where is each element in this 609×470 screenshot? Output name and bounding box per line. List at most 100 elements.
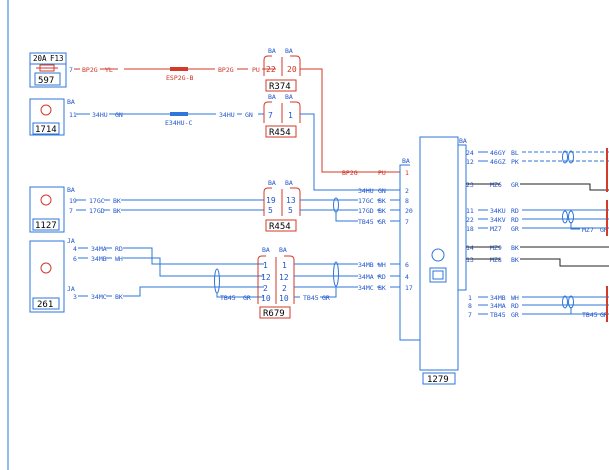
component-261[interactable]: 261 JA 4 34MA RD 6 34MB WH JA 3 34MC BK [29,237,123,313]
c261-id: 261 [37,300,53,310]
wire-mz8-out [466,258,609,267]
c1127-id: 1127 [35,221,57,231]
module-left-wire-label: 34MC [358,284,374,292]
connector-r679[interactable]: BA BA 1 12 2 10 1 12 2 10 R679 [257,246,295,319]
wire-bp2g-c [300,68,400,173]
module-right-wire-label: 34KU [490,207,506,215]
module-right-wire-color: PK [511,158,519,166]
module-left-wire-label: BP2G [342,169,358,177]
module-right-wire-pin: 22 [466,216,474,224]
module-left-wire-label: 17GC [358,197,374,205]
module-left-wire-pin: 8 [405,197,409,205]
module-right-wire-color: RD [511,302,519,310]
module-right-bracket [458,144,467,291]
r679-pin-l3: 10 [261,294,271,303]
module-right-wire-color: RD [511,207,519,215]
c261-sensor-icon [40,262,52,274]
c1714-id-box [32,122,60,135]
r679-pin-l2: 2 [263,284,268,293]
module-right-wire-color: RD [511,216,519,224]
module-right-wire-color: WH [511,294,519,302]
wire-mz7-branch [570,222,580,230]
r454a-label-box [265,125,297,138]
module-left-bracket [399,164,420,341]
c261-conn-b: JA [67,285,75,293]
connector-r454-top[interactable]: BA BA 7 1 R454 [263,93,301,138]
connector-r374[interactable]: BA BA 22 20 R374 [263,47,301,92]
inline-esp-label: ESP2G-B [166,74,193,82]
module-1279[interactable]: BA BA 1279 [399,136,467,385]
c1714-conn: BA [67,98,75,106]
r454a-type-left: BA [268,93,276,101]
c1714-pin: 11 [69,111,77,119]
module-conn-left: BA [402,157,410,165]
module-right-wire-color: BK [511,256,519,264]
c1127-wire-0: 17GC [89,197,105,205]
module-right-wire-label: 46GY [490,149,506,157]
module-right-wire-pin: 8 [468,302,472,310]
inline-e34-label: E34HU-C [165,119,192,127]
wire-mz7-right-label: MZ7 [582,226,594,234]
c1127-color-0: BK [113,197,121,205]
module-right-wire-label: MZ8 [490,256,502,264]
module-sensor-icon [431,248,445,262]
twist-icon-r2b [568,210,574,224]
wire-mz7-right-color: GR [600,226,608,234]
component-1714[interactable]: 1714 BA 11 34HU GN [29,98,123,136]
module-right-wire-label: 46GZ [490,158,506,166]
r454b-type-left: BA [268,179,276,187]
r679-type-right: BA [279,246,287,254]
module-right-wire-pin: 24 [466,149,474,157]
fuse-name: F13 [50,54,64,63]
c261-color-1: WH [115,255,123,263]
fuse-f13[interactable]: 20A F13 597 7 BP2G YL [29,52,113,88]
module-right-wire-pin: 13 [466,256,474,264]
r454b-pin-l0: 19 [266,196,276,205]
r679-pin-r1: 12 [279,273,289,282]
c261-wire-1: 34MB [91,255,107,263]
module-left-wire-color: PU [378,169,386,177]
module-left-wire-label: 34MA [358,273,374,281]
module-left-wire-color: GN [378,187,386,195]
r679-pin-r3: 10 [279,294,289,303]
twist-icon-r679-left [214,268,220,294]
r679-pin-l0: 1 [263,261,268,270]
r679-pin-l1: 12 [261,273,271,282]
c1127-pin-0: 19 [69,197,77,205]
module-right-wire-label: TB45 [490,311,506,319]
component-1127[interactable]: 1127 BA 19 17GC BK 7 17GD BK [29,186,121,233]
r454b-label: R454 [269,222,291,232]
wire-34hu-b-color: GN [245,111,253,119]
wire-bp2g-b-color: PU [252,66,260,74]
connector-r454-mid[interactable]: BA BA 19 5 13 5 R454 [263,179,301,232]
module-left-wire-label: 34MB [358,261,374,269]
module-left-wire-label: 17GD [358,207,374,215]
r454b-pin-r0: 13 [286,196,296,205]
c1714-id: 1714 [35,125,57,135]
twist-icon-r1b [568,150,574,164]
r374-type-left: BA [268,47,276,55]
module-display-icon [429,267,447,283]
module-right-wire-pin: 11 [466,207,474,215]
c261-id-box [32,297,60,310]
module-right-wire-color: GR [511,311,519,319]
c261-pin-0: 4 [73,245,77,253]
r454a-pin-left: 7 [268,111,273,120]
r454a-label: R454 [269,128,291,138]
module-left-wire-color: GR [378,218,386,226]
r374-label: R374 [269,82,291,92]
c1714-wire: 34HU [92,111,108,119]
module-right-wire-color: BL [511,149,519,157]
c261-wire-0: 34MA [91,245,107,253]
module-left-wire-color: BK [378,197,386,205]
module-right-wire-label: MZ9 [490,244,502,252]
c1127-pin-1: 7 [69,207,73,215]
c1714-sensor-icon [40,104,52,116]
module-left-wire-pin: 7 [405,218,409,226]
c261-pin-2: 3 [73,293,77,301]
r679-label-box [259,306,291,319]
wire-34m-b [294,263,356,298]
wire-34ma-a [78,247,264,265]
module-right-wire-label: 34MA [490,302,506,310]
